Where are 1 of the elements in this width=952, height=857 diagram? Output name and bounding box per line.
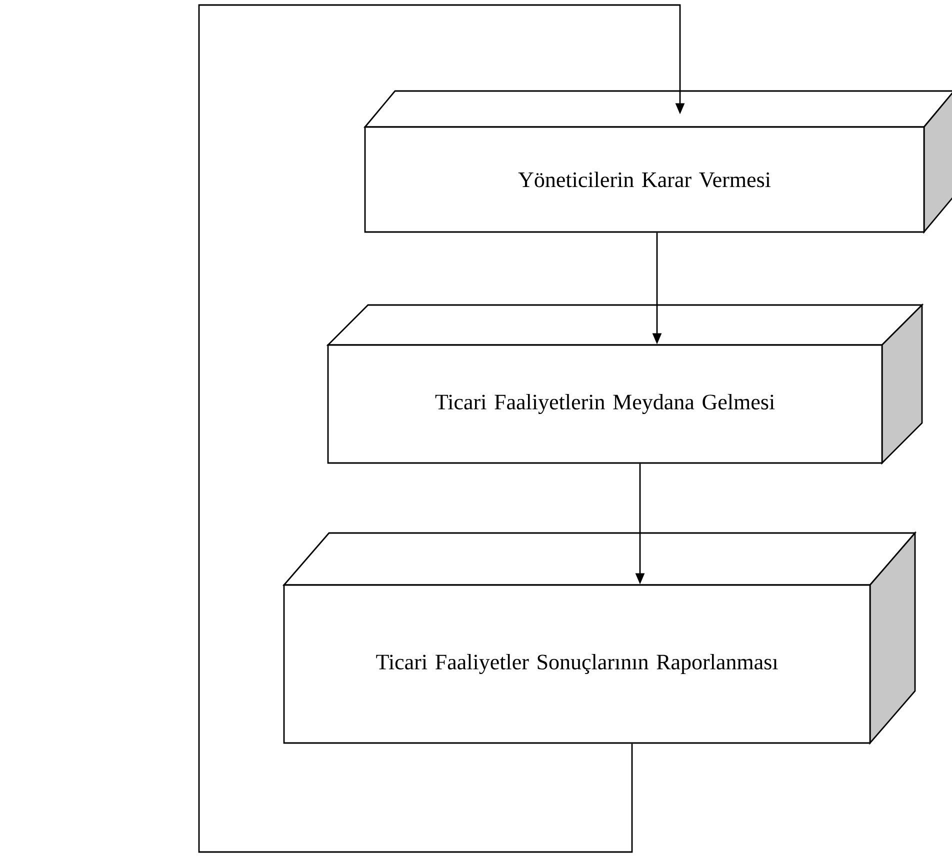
arrow — [198, 4, 685, 853]
